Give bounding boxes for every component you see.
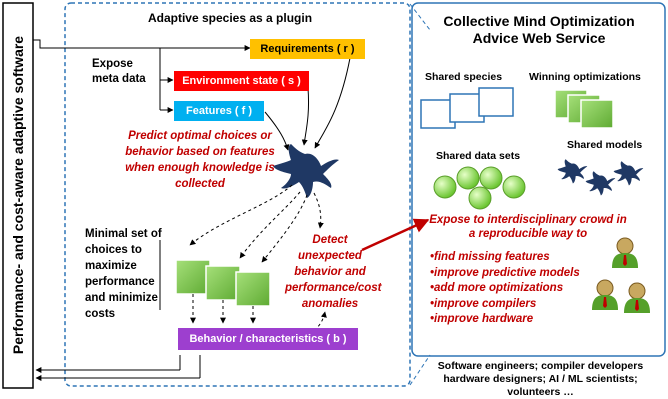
side-label: Performance- and cost-aware adaptive sof… — [10, 35, 26, 355]
shared-datasets-label: Shared data sets — [436, 150, 521, 162]
winning-opts-label: Winning optimizations — [529, 71, 641, 83]
bullet-item: •find missing features — [430, 251, 550, 263]
choices-boxes-icon — [175, 259, 271, 307]
predict-text: Predict optimal choices or behavior base… — [125, 130, 275, 190]
shared-species-icon — [420, 87, 514, 129]
bullet-item: •add more optimizations — [430, 282, 564, 294]
minimal-set-text: Minimal set of choices to maximize perfo… — [85, 228, 162, 320]
plugin-panel — [64, 2, 411, 387]
requirements-box: Requirements ( r ) — [250, 39, 365, 59]
detect-text: Detect unexpected behavior and performan… — [285, 234, 382, 310]
shared-models-label: Shared models — [567, 139, 643, 151]
bullet-item: •improve hardware — [430, 313, 534, 325]
bullet-item: •improve predictive models — [430, 266, 580, 279]
bullet-item: •improve compilers — [430, 297, 537, 310]
behavior-box: Behavior / characteristics ( b ) — [178, 328, 358, 350]
service-panel — [411, 2, 666, 357]
winning-optimizations-icon — [554, 89, 614, 129]
plugin-title: Adaptive species as a plugin — [147, 11, 313, 25]
expose-meta-label: Expose meta data — [92, 58, 146, 85]
shared-species-label: Shared species — [425, 71, 503, 83]
person-icon — [592, 237, 650, 313]
side-label-frame — [2, 2, 34, 389]
expose-text: Expose to interdisciplinary crowd in a r… — [429, 214, 627, 240]
features-box: Features ( f ) — [174, 101, 264, 121]
service-title: Collective Mind Optimization Advice Web … — [443, 13, 635, 46]
audience-text: Software engineers; compiler developers … — [437, 360, 644, 398]
environment-box: Environment state ( s ) — [174, 71, 309, 91]
shared-datasets-icon — [433, 166, 526, 210]
bullet-list: •find missing features •improve predicti… — [430, 250, 580, 328]
